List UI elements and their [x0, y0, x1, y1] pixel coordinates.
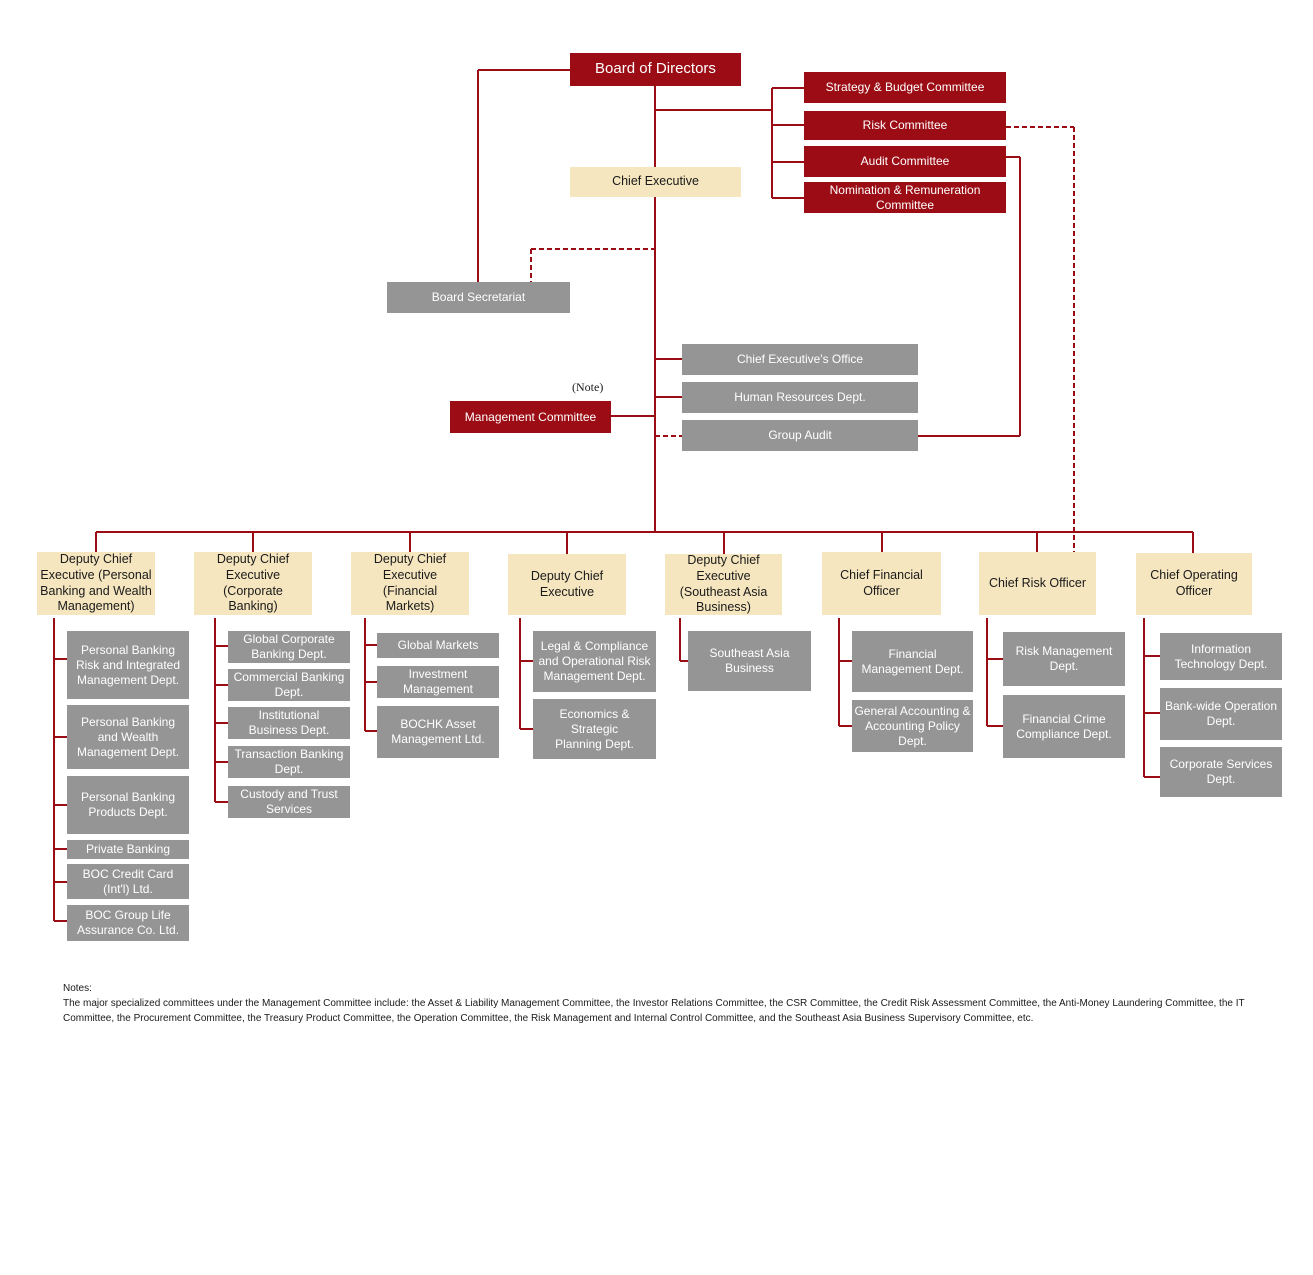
exec-dce-southeast-asia: Deputy Chief Executive (Southeast Asia B… — [665, 553, 782, 615]
unit-boc-life-assurance: BOC Group Life Assurance Co. Ltd. — [67, 905, 189, 941]
unit-financial-management: Financial Management Dept. — [852, 631, 973, 692]
unit-bankwide-operation: Bank-wide Operation Dept. — [1160, 688, 1282, 740]
exec-dce-personal-banking: Deputy Chief Executive (Personal Banking… — [37, 552, 155, 615]
unit-commercial-banking: Commercial Banking Dept. — [228, 669, 350, 701]
chief-executives-office: Chief Executive's Office — [682, 344, 918, 375]
unit-global-markets: Global Markets — [377, 633, 499, 658]
exec-chief-operating-officer: Chief Operating Officer — [1136, 553, 1252, 615]
group-audit: Group Audit — [682, 420, 918, 451]
notes-text: The major specialized committees under t… — [63, 998, 1245, 1024]
board-of-directors: Board of Directors — [570, 53, 741, 86]
notes-heading: Notes: — [63, 983, 92, 994]
unit-economics-strategic-planning: Economics & Strategic Planning Dept. — [533, 699, 656, 759]
exec-dce-corporate-banking: Deputy Chief Executive (Corporate Bankin… — [194, 552, 312, 615]
unit-private-banking: Private Banking — [67, 840, 189, 859]
unit-pb-risk-integrated-mgmt: Personal Banking Risk and Integrated Man… — [67, 631, 189, 699]
unit-pb-wealth-mgmt: Personal Banking and Wealth Management D… — [67, 705, 189, 769]
unit-risk-management: Risk Management Dept. — [1003, 632, 1125, 686]
unit-general-accounting-policy: General Accounting & Accounting Policy D… — [852, 700, 973, 752]
unit-financial-crime-compliance: Financial Crime Compliance Dept. — [1003, 695, 1125, 758]
exec-dce: Deputy Chief Executive — [508, 554, 626, 615]
exec-chief-financial-officer: Chief Financial Officer — [822, 552, 941, 615]
unit-legal-compliance-oprisk: Legal & Compliance and Operational Risk … — [533, 631, 656, 692]
exec-chief-risk-officer: Chief Risk Officer — [979, 552, 1096, 615]
unit-bochk-asset-management: BOCHK Asset Management Ltd. — [377, 706, 499, 758]
unit-transaction-banking: Transaction Banking Dept. — [228, 746, 350, 778]
board-secretariat: Board Secretariat — [387, 282, 570, 313]
unit-investment-management: Investment Management — [377, 666, 499, 698]
committee-nomination-remuneration: Nomination & Remuneration Committee — [804, 182, 1006, 213]
management-committee: Management Committee — [450, 401, 611, 433]
committee-audit: Audit Committee — [804, 146, 1006, 177]
note-marker: (Note) — [572, 380, 604, 394]
chief-executive: Chief Executive — [570, 167, 741, 197]
unit-corporate-services: Corporate Services Dept. — [1160, 747, 1282, 797]
unit-pb-products: Personal Banking Products Dept. — [67, 776, 189, 834]
human-resources-dept: Human Resources Dept. — [682, 382, 918, 413]
unit-institutional-business: Institutional Business Dept. — [228, 707, 350, 739]
committee-strategy-budget: Strategy & Budget Committee — [804, 72, 1006, 103]
committee-risk: Risk Committee — [804, 111, 1006, 140]
unit-southeast-asia-business: Southeast Asia Business — [688, 631, 811, 691]
unit-global-corporate-banking: Global Corporate Banking Dept. — [228, 631, 350, 663]
unit-boc-credit-card: BOC Credit Card (Int'l) Ltd. — [67, 864, 189, 899]
unit-custody-trust: Custody and Trust Services — [228, 786, 350, 818]
exec-dce-financial-markets: Deputy Chief Executive (Financial Market… — [351, 552, 469, 615]
unit-information-technology: Information Technology Dept. — [1160, 633, 1282, 680]
notes: Notes: The major specialized committees … — [63, 981, 1253, 1026]
